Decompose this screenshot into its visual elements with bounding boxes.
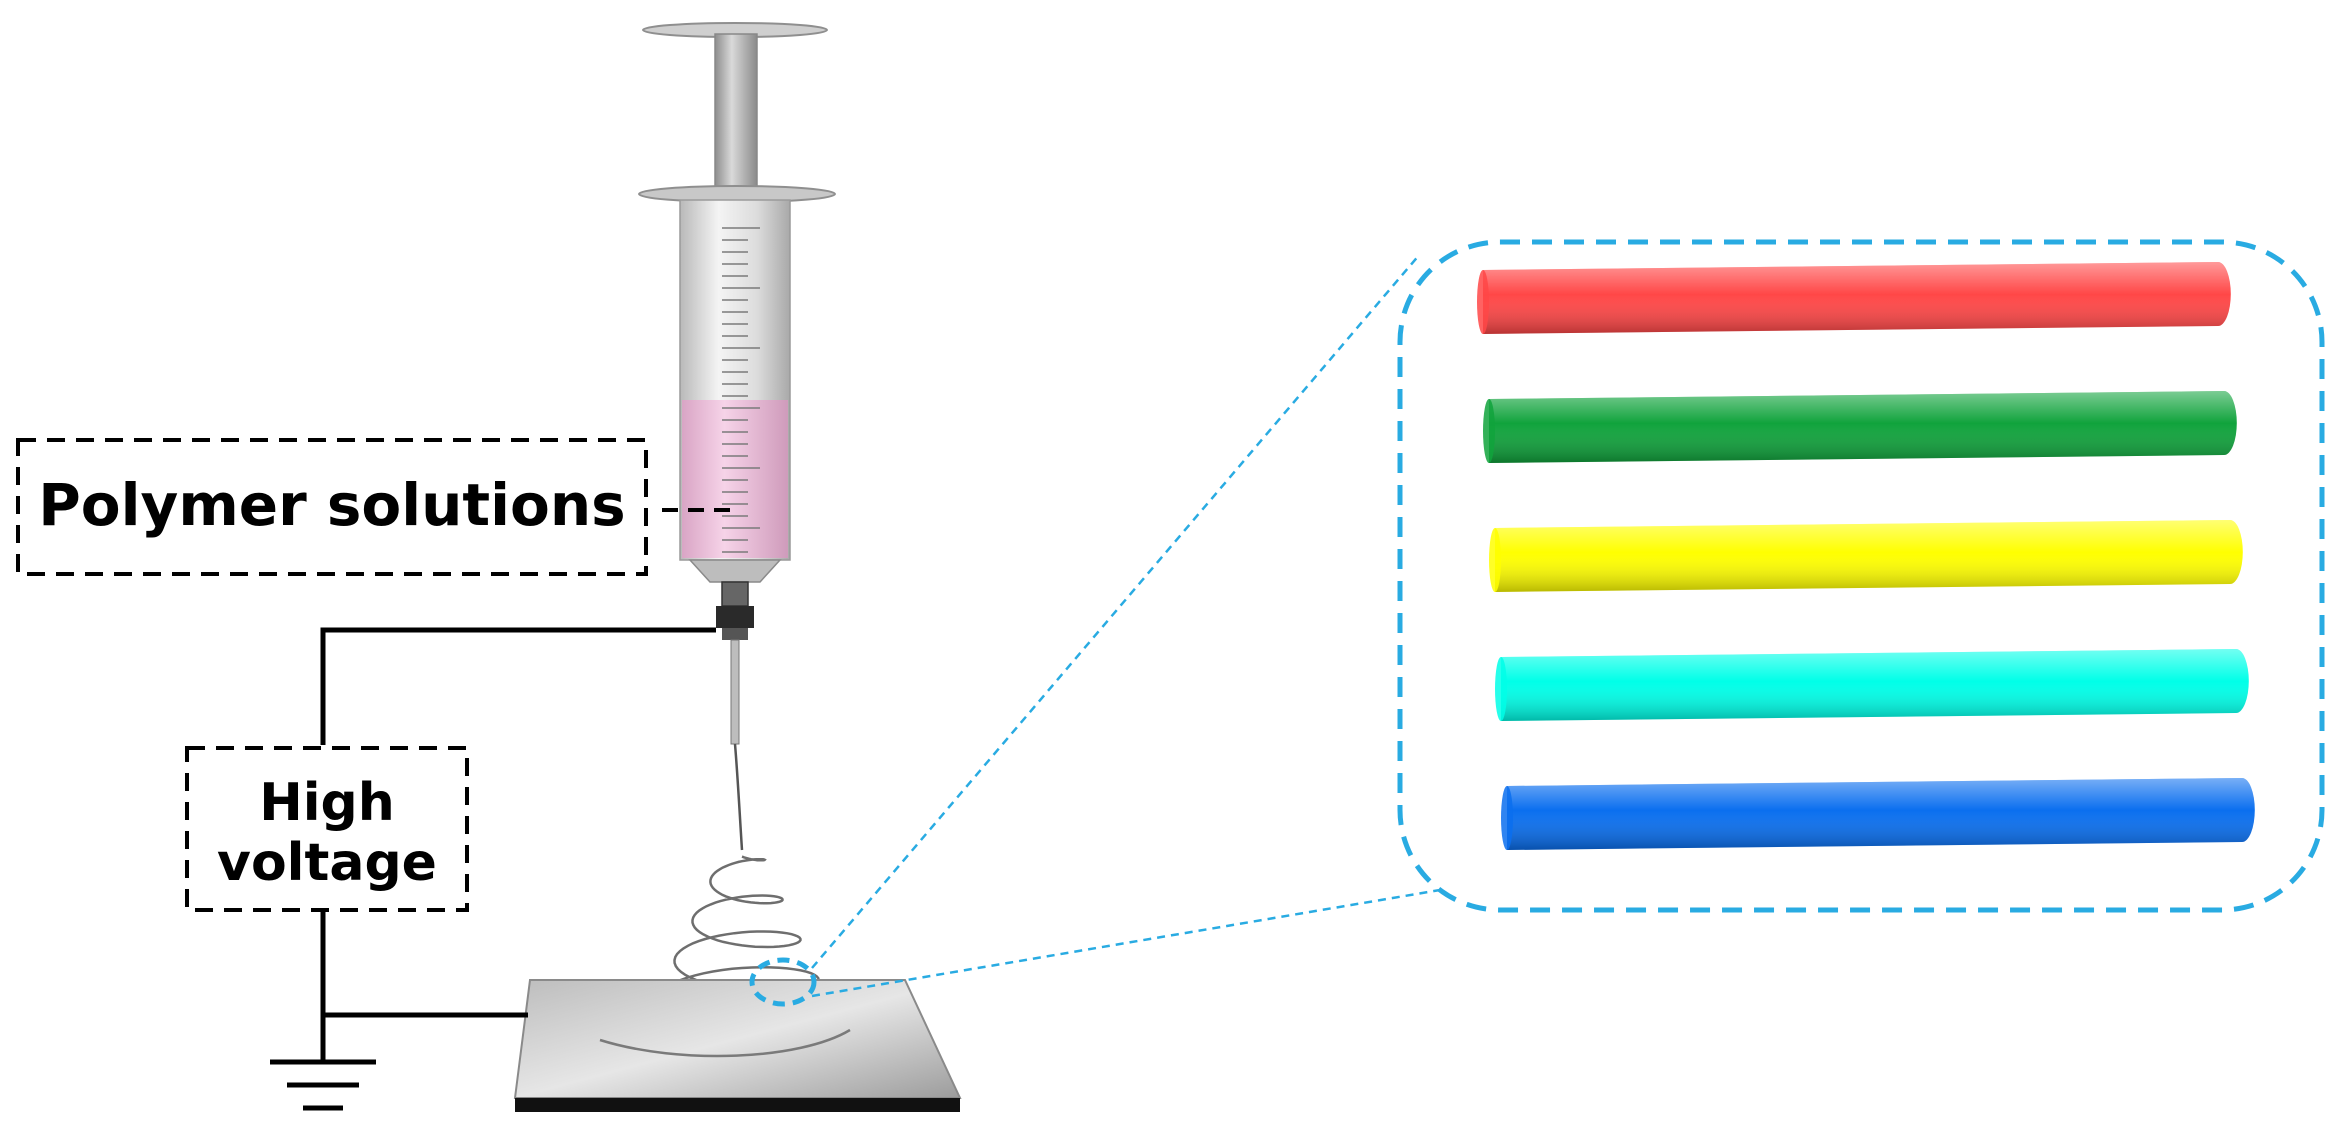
nanofiber-5 (1501, 778, 2255, 850)
needle-connector (716, 606, 754, 628)
high-voltage-box (185, 746, 469, 912)
high-voltage-label-line1: High (259, 773, 395, 833)
ground-icon (270, 1059, 376, 1111)
needle (730, 639, 740, 745)
nanofiber-4 (1495, 649, 2249, 721)
nanofiber-1 (1477, 262, 2231, 334)
high-voltage-label-group: High voltage (185, 746, 469, 912)
syringe (638, 22, 836, 745)
syringe-tip (688, 559, 782, 583)
high-voltage-label-line2: voltage (217, 833, 437, 893)
polymer-solution (682, 400, 788, 558)
graduation-marks (722, 227, 760, 553)
zoom-callout (749, 239, 2325, 1007)
polymer-solutions-label-group: Polymer solutions (16, 438, 738, 576)
needle-hub (721, 581, 749, 607)
polymer-solutions-label: Polymer solutions (38, 471, 625, 539)
zoom-line-top (811, 253, 1421, 969)
zoom-source-circle (749, 957, 817, 1007)
nanofiber-set (1477, 262, 2255, 850)
nanofiber-2 (1483, 391, 2237, 463)
collector-plate (513, 979, 962, 1112)
plunger-rod (714, 33, 758, 195)
circuit-wiring (320, 627, 716, 1062)
polymer-solutions-box (16, 438, 648, 576)
wire-to-needle (320, 627, 716, 745)
zoom-line-bottom (811, 888, 1441, 998)
nanofiber-3 (1489, 520, 2243, 592)
